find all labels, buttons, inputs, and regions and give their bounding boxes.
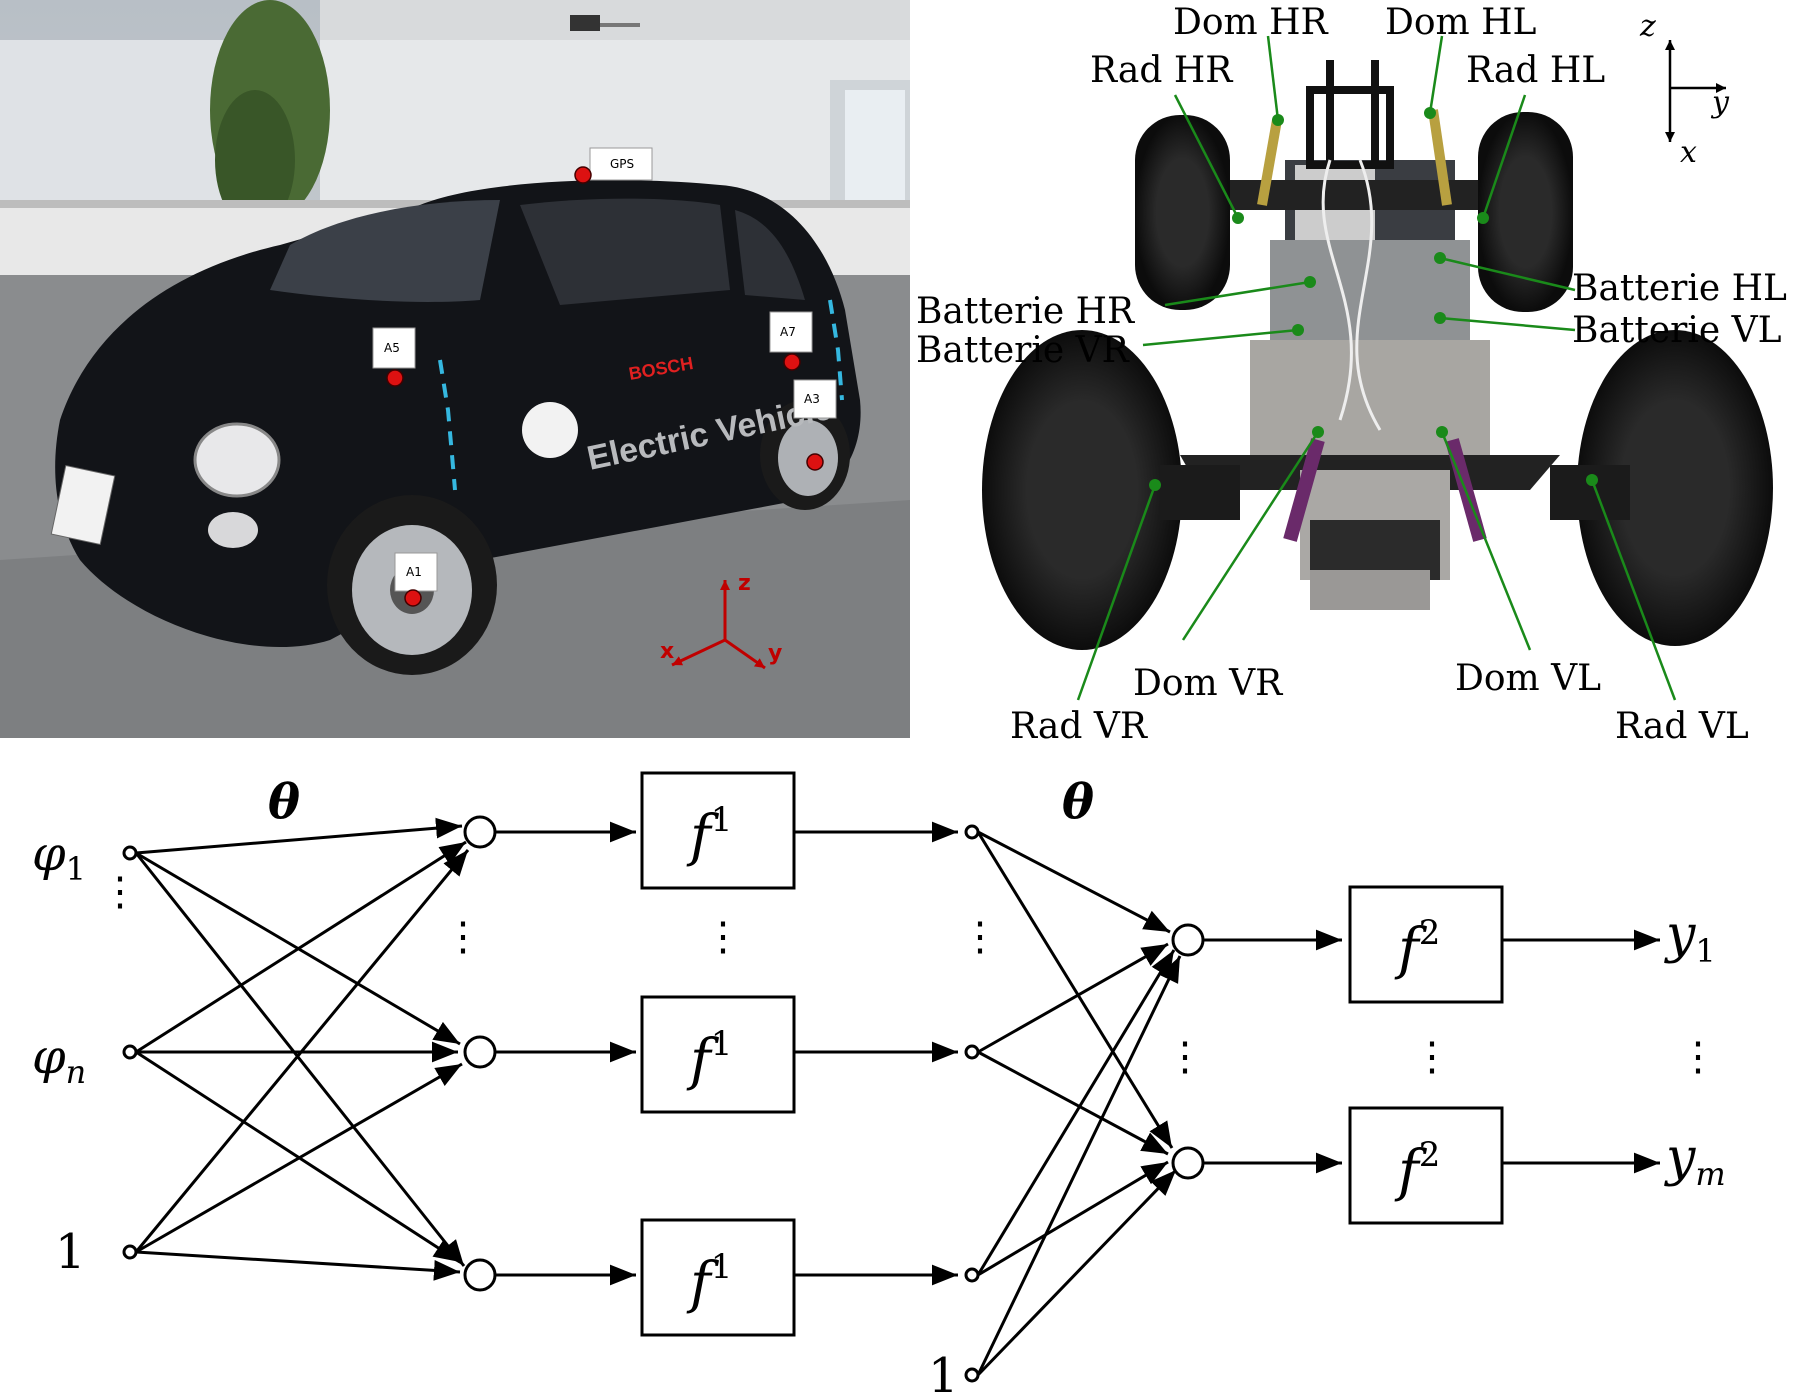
tyre-front-right [982, 330, 1182, 650]
label-batterie-hr: Batterie HR [916, 291, 1135, 332]
svg-text:x: x [1680, 135, 1697, 170]
rc-axes: z y x [1639, 9, 1730, 170]
svg-text:A5: A5 [384, 341, 400, 355]
hidden-node-bias [964, 1367, 980, 1383]
car-axes: z x y [660, 571, 782, 670]
svg-text:A1: A1 [406, 565, 422, 579]
input-bias: 1 [55, 1224, 86, 1280]
svg-text:x: x [660, 639, 674, 664]
label-dom-vl: Dom VL [1455, 658, 1601, 699]
sum-dots-2: ⋮ [1165, 1034, 1205, 1080]
sum-dots-1: ⋮ [443, 914, 483, 960]
output-y1: y1 [1664, 905, 1716, 970]
label-rad-vl: Rad VL [1615, 706, 1749, 747]
svg-text:f1: f1 [686, 1247, 732, 1316]
sensor-tape-front [438, 359, 457, 491]
sum-node-2-top [1171, 923, 1205, 957]
sum-node-1-mid [463, 1035, 497, 1069]
car: BOSCH Electric Vehicle [50, 180, 861, 675]
marker-gps: GPS [574, 147, 653, 184]
f1-box-mid: f1 [640, 995, 796, 1114]
input-node-phi1 [122, 845, 138, 861]
f1-to-hidden-edges [794, 821, 958, 1286]
network-diagram: θ θ φ1 φn 1 ⋮ ⋮ [32, 771, 1726, 1398]
rc-leader-lines [1076, 35, 1677, 701]
tyre-rear-left [1478, 112, 1573, 312]
theta-2: θ [1062, 774, 1094, 830]
svg-text:y: y [1710, 85, 1730, 120]
sum-node-1-top [463, 815, 497, 849]
rc-car-panel: Dom HR Dom HL Rad HR Rad HL Batterie HR … [916, 2, 1787, 747]
marker-a7: A7 [769, 311, 813, 371]
svg-text:y: y [768, 641, 782, 666]
input-node-phin [122, 1044, 138, 1060]
sum-node-1-bot [463, 1258, 497, 1292]
marker-a5: A5 [372, 327, 416, 387]
input-phi-1: φ1 [32, 826, 86, 888]
f2-box-bot: f2 [1348, 1106, 1504, 1225]
label-batterie-vl: Batterie VL [1572, 310, 1782, 351]
f1-dots: ⋮ [703, 914, 743, 960]
label-dom-vr: Dom VR [1133, 663, 1283, 704]
label-dom-hl: Dom HL [1385, 2, 1537, 43]
label-rad-hr: Rad HR [1090, 50, 1233, 91]
hidden-bias-label: 1 [928, 1348, 959, 1398]
sensor-tape-rear [828, 299, 844, 401]
hidden-node-bot [964, 1267, 980, 1283]
input-phi-n: φn [32, 1029, 86, 1091]
layer2-edges [976, 830, 1182, 1377]
output-ym: ym [1664, 1128, 1726, 1193]
sum-to-f2-edges [1203, 929, 1342, 1174]
label-batterie-hl: Batterie HL [1572, 268, 1787, 309]
svg-text:z: z [738, 571, 751, 596]
sum-node-2-bot [1171, 1146, 1205, 1180]
svg-text:GPS: GPS [610, 157, 634, 171]
f2-dots: ⋮ [1412, 1034, 1452, 1080]
label-rad-hl: Rad HL [1466, 50, 1605, 91]
hidden-node-mid [964, 1044, 980, 1060]
theta-1: θ [268, 774, 300, 830]
tyre-rear-right [1135, 115, 1230, 310]
input-dots: ⋮ [100, 869, 140, 915]
svg-text:A7: A7 [780, 325, 796, 339]
hidden-node-top [964, 824, 980, 840]
hidden-dots: ⋮ [960, 914, 1000, 960]
svg-text:z: z [1639, 9, 1656, 44]
marker-a1: A1 [394, 552, 438, 607]
label-dom-hr: Dom HR [1173, 2, 1329, 43]
f2-to-output-edges [1502, 929, 1660, 1174]
label-rad-vr: Rad VR [1010, 706, 1148, 747]
label-batterie-vr: Batterie VR [916, 330, 1130, 371]
sum-to-f1-edges [495, 821, 636, 1286]
svg-text:A3: A3 [804, 392, 820, 406]
input-node-bias [122, 1244, 138, 1260]
car-photo-panel: BOSCH Electric Vehicle GPS A7 A5 A3 [0, 0, 910, 738]
marker-a3: A3 [793, 379, 837, 471]
output-dots: ⋮ [1678, 1034, 1718, 1080]
layer1-edges [134, 817, 470, 1281]
f1-box-top: f1 [640, 771, 796, 890]
f1-box-bot: f1 [640, 1218, 796, 1337]
f2-box-top: f2 [1348, 885, 1504, 1004]
rc-leader-dots [1149, 107, 1598, 491]
